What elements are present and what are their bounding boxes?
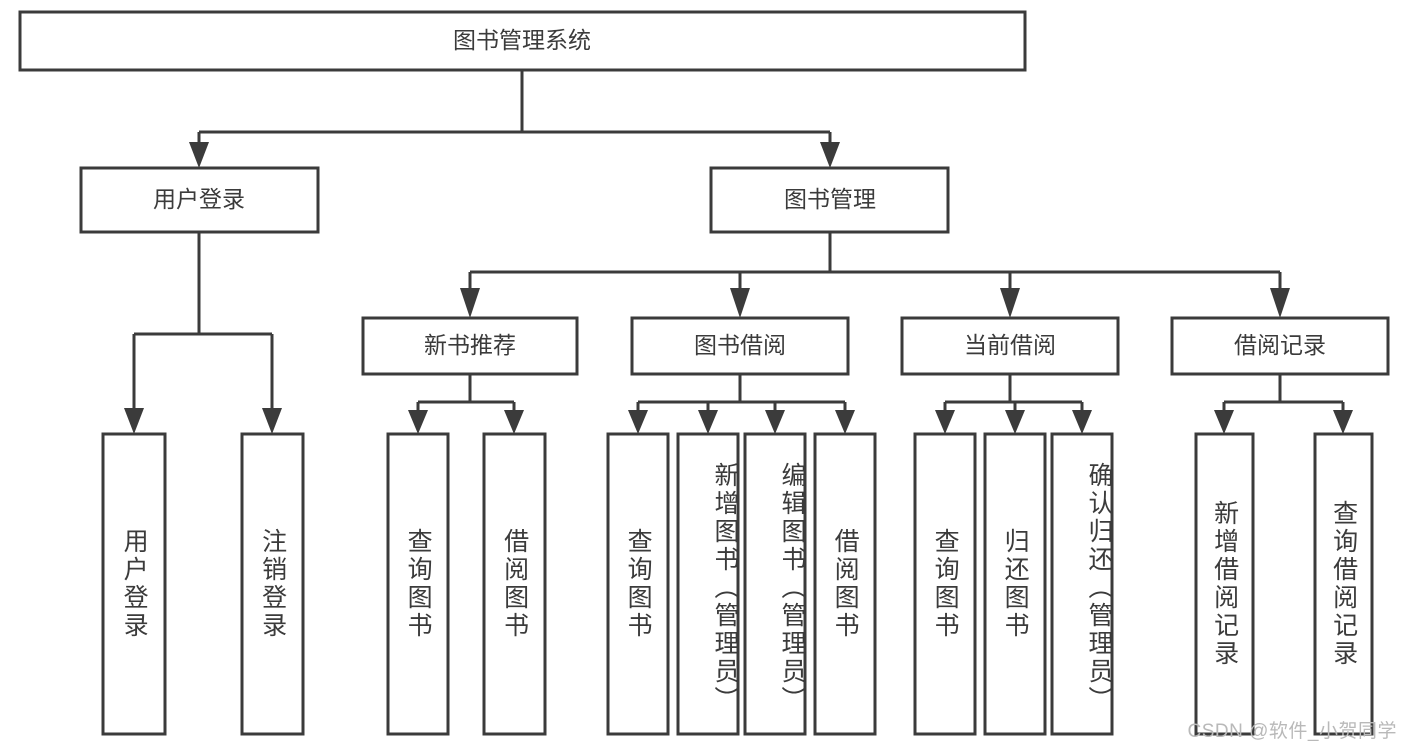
node-box-user-login[interactable] (79, 166, 320, 234)
label-new-book-recommend: 新书推荐 (424, 332, 516, 358)
arrow-to-leaf-cb1 (935, 410, 955, 434)
arrow-to-current-borrow (1000, 288, 1020, 318)
node-box-leaf-cb-query-book[interactable] (913, 432, 977, 736)
node-box-leaf-bb-add-book[interactable] (676, 432, 740, 736)
node-box-leaf-bb-edit-book[interactable] (743, 432, 807, 736)
connector-group-book-borrow (628, 374, 855, 434)
arrow-to-book-borrow (730, 288, 750, 318)
arrow-to-leaf-bb4 (835, 410, 855, 434)
arrow-to-leaf-bb3 (765, 410, 785, 434)
node-box-leaf-nb-query-book[interactable] (386, 432, 450, 736)
node-box-leaf-br-add-record[interactable] (1194, 432, 1255, 736)
node-box-leaf-bb-query-book[interactable] (606, 432, 670, 736)
arrow-to-leaf-bb1 (628, 410, 648, 434)
csdn-watermark: CSDN @软件_小贺同学 (1187, 721, 1397, 742)
node-box-leaf-cb-confirm-return[interactable] (1050, 432, 1114, 736)
connector-group-book-manage (460, 232, 1290, 318)
label-root: 图书管理系统 (453, 27, 591, 53)
label-book-manage: 图书管理 (784, 186, 876, 212)
node-box-new-book-recommend[interactable] (361, 316, 579, 376)
connector-group-root (189, 70, 840, 168)
node-box-borrow-record[interactable] (1170, 316, 1390, 376)
node-box-leaf-bb-borrow-book[interactable] (813, 432, 877, 736)
node-box-book-manage[interactable] (709, 166, 950, 234)
node-box-leaf-logout[interactable] (240, 432, 305, 736)
label-current-borrow: 当前借阅 (964, 332, 1056, 358)
node-box-leaf-nb-borrow-book[interactable] (482, 432, 547, 736)
arrow-to-new-book (460, 288, 480, 318)
arrow-to-leaf-nb2 (504, 410, 524, 434)
label-book-borrow: 图书借阅 (694, 332, 786, 358)
arrow-to-leaf-cb3 (1072, 410, 1092, 434)
node-box-root[interactable] (18, 10, 1027, 72)
arrow-to-leaf-cb2 (1005, 410, 1025, 434)
arrow-to-leaf-nb1 (408, 410, 428, 434)
arrow-to-user-login (189, 142, 209, 168)
arrow-to-leaf-br2 (1333, 410, 1353, 434)
arrow-to-leaf-logout (262, 408, 282, 434)
connector-group-new-book (408, 374, 524, 434)
arrow-to-leaf-user-login (124, 408, 144, 434)
node-box-current-borrow[interactable] (900, 316, 1120, 376)
node-box-leaf-cb-return-book[interactable] (983, 432, 1047, 736)
label-borrow-record: 借阅记录 (1234, 332, 1326, 358)
arrow-to-leaf-bb2 (698, 410, 718, 434)
node-box-leaf-br-query-record[interactable] (1313, 432, 1374, 736)
connector-group-user-login (124, 232, 282, 434)
arrow-to-leaf-br1 (1214, 410, 1234, 434)
node-box-leaf-user-login[interactable] (101, 432, 167, 736)
arrow-to-borrow-record (1270, 288, 1290, 318)
connector-group-current-borrow (935, 374, 1092, 434)
arrow-to-book-manage (820, 142, 840, 168)
label-user-login: 用户登录 (153, 186, 245, 212)
connector-group-borrow-record (1214, 374, 1353, 434)
node-box-book-borrow[interactable] (630, 316, 850, 376)
